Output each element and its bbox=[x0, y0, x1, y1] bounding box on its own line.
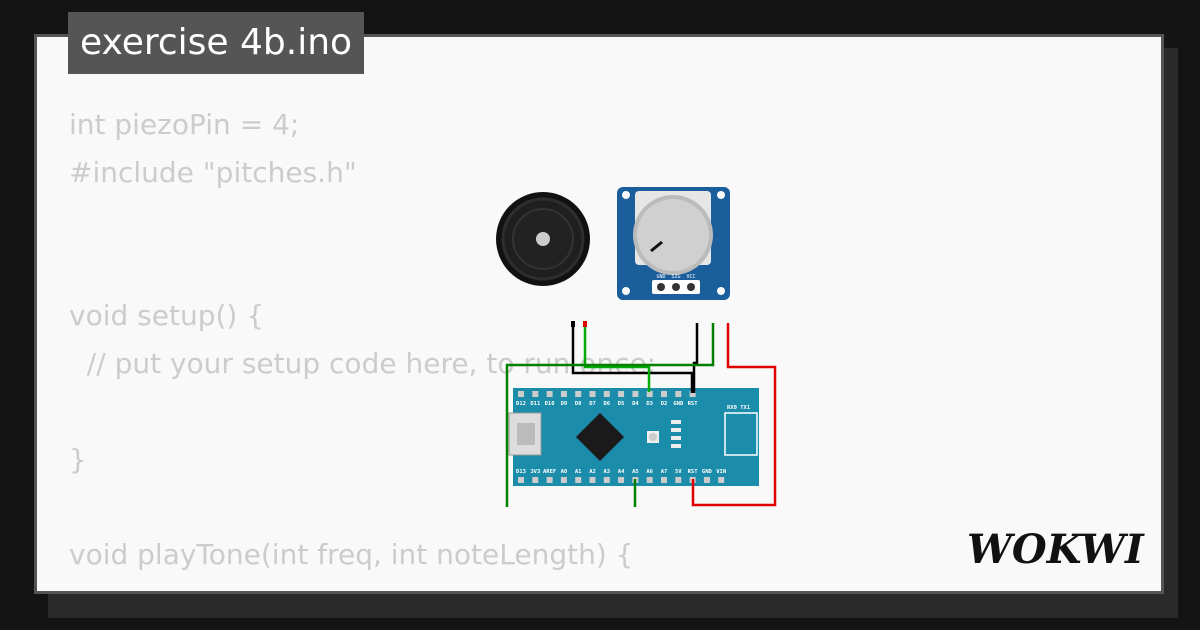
wokwi-logo: WOKWI bbox=[967, 526, 1145, 573]
bottom-pin-label: RST bbox=[688, 469, 699, 475]
bottom-pin bbox=[703, 477, 710, 483]
top-pin-label: D5 bbox=[618, 401, 625, 407]
top-pin-label: RST bbox=[688, 401, 699, 407]
top-pin bbox=[603, 391, 610, 397]
top-pin-label: D12 bbox=[516, 401, 526, 407]
bottom-pin-label: GND bbox=[702, 469, 713, 475]
bottom-pin bbox=[661, 477, 667, 483]
code-line: tone(piezoPin, freq, noteLength); bbox=[69, 579, 656, 591]
bottom-pin bbox=[532, 477, 539, 483]
bottom-pin-label: VIN bbox=[716, 469, 726, 475]
code-line: void playTone(int freq, int noteLength) … bbox=[69, 538, 634, 572]
bottom-pin bbox=[560, 477, 567, 483]
bottom-pin-label: A5 bbox=[632, 469, 639, 475]
top-pin bbox=[575, 391, 582, 397]
bottom-pin-label: A6 bbox=[646, 469, 653, 475]
bottom-pin-label: A4 bbox=[618, 469, 625, 475]
bottom-pin bbox=[675, 477, 682, 483]
pot-pin-gnd: GND bbox=[656, 274, 665, 280]
code-line: int piezoPin = 4; bbox=[69, 108, 300, 141]
code-line: void setup() { bbox=[69, 299, 265, 333]
piezo-buzzer-icon[interactable] bbox=[496, 192, 590, 286]
top-pin-label: D11 bbox=[530, 401, 541, 407]
top-pin-label: D2 bbox=[661, 401, 668, 407]
bottom-pin-label: AREF bbox=[543, 469, 556, 475]
bottom-pin-label: D13 bbox=[516, 469, 526, 475]
code-listing: int piezoPin = 4; #include "pitches.h" voi… bbox=[69, 101, 657, 591]
pot-pin-sig: SIG bbox=[671, 274, 680, 280]
bottom-pin bbox=[518, 477, 524, 483]
rx-tx-label: RX0 TX1 bbox=[727, 405, 751, 411]
bottom-pin-label: A3 bbox=[603, 469, 610, 475]
top-pin bbox=[532, 391, 539, 397]
top-pin-label: D9 bbox=[561, 401, 568, 407]
wires bbox=[505, 323, 777, 507]
bottom-pin bbox=[618, 477, 625, 483]
wokwi-logo-text: WOKWI bbox=[967, 526, 1145, 573]
bottom-pin bbox=[575, 477, 582, 483]
bottom-pin bbox=[589, 477, 596, 483]
top-pin-label: D4 bbox=[632, 401, 639, 407]
top-pin bbox=[689, 391, 696, 397]
bottom-pin-label: A0 bbox=[561, 469, 568, 475]
wire-ends bbox=[571, 321, 587, 327]
top-pin bbox=[560, 391, 567, 397]
bottom-pin-label: A7 bbox=[661, 469, 668, 475]
top-pin-label: D3 bbox=[646, 401, 653, 407]
top-pin bbox=[618, 391, 625, 397]
bottom-pin-label: A2 bbox=[589, 469, 596, 475]
pot-pin-vcc: VCC bbox=[686, 274, 695, 280]
top-pin bbox=[518, 391, 524, 397]
bottom-pin bbox=[646, 477, 653, 483]
top-pin-label: D7 bbox=[589, 401, 596, 407]
code-line: // put your setup code here, to run once… bbox=[69, 346, 657, 380]
preview-card: int piezoPin = 4; #include "pitches.h" voi… bbox=[34, 34, 1164, 594]
top-pin bbox=[632, 391, 639, 397]
bottom-pin-label: 3V3 bbox=[530, 469, 540, 475]
bottom-pin-label: 5V bbox=[675, 469, 682, 475]
top-pin-label: D10 bbox=[545, 401, 555, 407]
top-pin bbox=[589, 391, 596, 397]
top-pin-label: D6 bbox=[603, 401, 610, 407]
bottom-pin-label: A1 bbox=[575, 469, 582, 475]
top-pin-label: D8 bbox=[575, 401, 582, 407]
top-pin bbox=[675, 391, 682, 397]
code-line: #include "pitches.h" bbox=[69, 155, 357, 189]
bottom-pin bbox=[546, 477, 553, 483]
top-pin bbox=[661, 391, 667, 397]
bottom-pin bbox=[603, 477, 610, 483]
top-pin bbox=[546, 391, 553, 397]
top-pin-label: GND bbox=[673, 401, 684, 407]
top-pin bbox=[646, 391, 653, 397]
code-line: } bbox=[69, 442, 87, 476]
potentiometer-icon[interactable]: GND SIG VCC bbox=[617, 187, 730, 300]
file-title: exercise 4b.ino bbox=[68, 12, 365, 74]
bottom-pin bbox=[718, 477, 725, 483]
